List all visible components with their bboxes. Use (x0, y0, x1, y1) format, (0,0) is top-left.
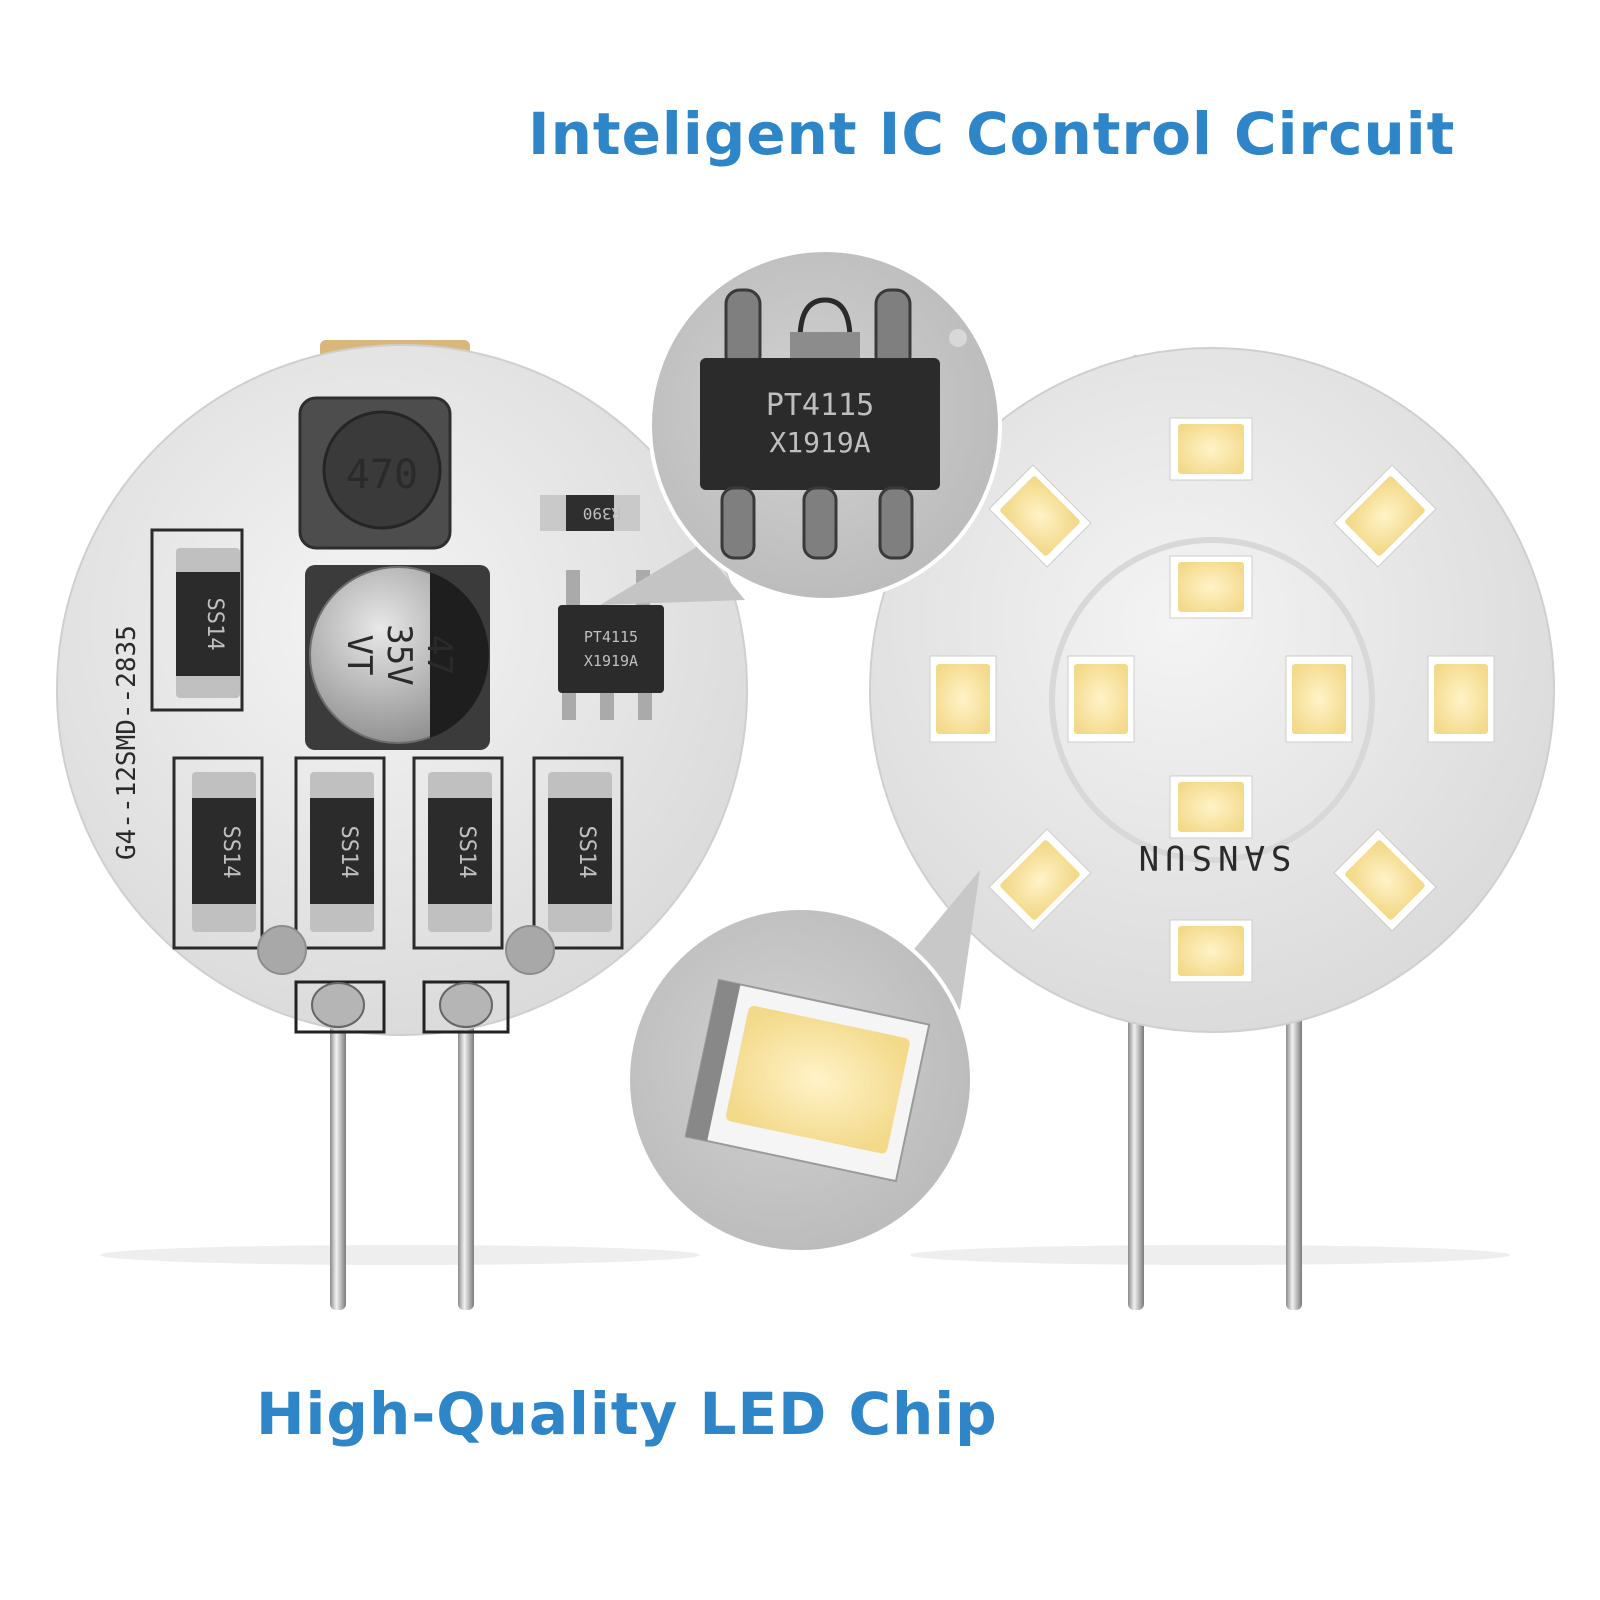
capacitor-voltage: 35V (379, 624, 419, 685)
led-chip (1427, 655, 1495, 743)
diode-label: SS14 (454, 826, 479, 879)
diode-label: SS14 (202, 598, 227, 651)
inductor-label: 470 (346, 452, 418, 498)
inductor: 470 (298, 396, 452, 550)
diode-label: SS14 (336, 826, 361, 879)
resistor-label: R390 (583, 504, 622, 523)
zoom-ic-code: X1919A (769, 426, 870, 459)
caption-ic-control: Inteligent IC Control Circuit (528, 100, 1456, 168)
led-chip (988, 828, 1092, 932)
led-chip (1169, 555, 1253, 619)
solder-pad (505, 925, 555, 975)
floor-shadow-left (100, 1245, 700, 1265)
diode-label: SS14 (574, 826, 599, 879)
led-chip (1169, 775, 1253, 839)
resistor: R390 (540, 495, 640, 531)
diode-2: SS14 (294, 756, 386, 950)
capacitor-series: VT (339, 635, 379, 676)
zoom-bubble-ic: PT4115 X1919A (600, 248, 1002, 605)
solder-pad (257, 925, 307, 975)
floor-shadow-right (910, 1245, 1510, 1265)
diode-row: SS14 SS14 SS14 SS14 (172, 756, 624, 950)
caption-led-chip: High-Quality LED Chip (256, 1380, 998, 1448)
led-board: SANSUN (869, 347, 1555, 1310)
diode-1: SS14 (172, 756, 264, 950)
led-chip (1169, 417, 1253, 481)
diode-top-left: SS14 (150, 528, 244, 712)
brand-label: SANSUN (1133, 837, 1292, 877)
driver-ic-code: X1919A (584, 652, 638, 670)
diode-4: SS14 (532, 756, 624, 950)
diode-3: SS14 (412, 756, 504, 950)
led-chip (929, 655, 997, 743)
capacitor: 47 35V VT (305, 565, 490, 750)
led-chip (1285, 655, 1353, 743)
zoom-ic-label: PT4115 (766, 388, 874, 423)
diode-label: SS14 (218, 826, 243, 879)
board-silkscreen: G4--12SMD--2835 (112, 625, 142, 860)
capacitor-value: 47 (419, 635, 459, 676)
led-chip (1333, 828, 1437, 932)
led-chip (988, 464, 1092, 568)
driver-ic-label: PT4115 (584, 628, 638, 646)
pin-right-2 (1286, 1010, 1302, 1310)
pin-right-1 (1128, 1010, 1144, 1310)
driver-board: G4--12SMD--2835 470 R390 47 35V VT (56, 340, 748, 1310)
zoom-bubble-led (626, 870, 980, 1254)
pin-left-2 (458, 1010, 474, 1310)
led-array (929, 417, 1495, 983)
led-chip (1169, 919, 1253, 983)
led-chip (1067, 655, 1135, 743)
led-chip (1333, 464, 1437, 568)
pin-left-1 (330, 1010, 346, 1310)
